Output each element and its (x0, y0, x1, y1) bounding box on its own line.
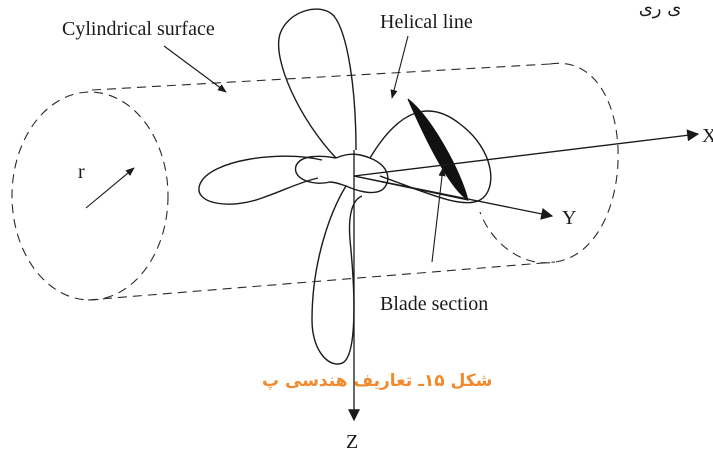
cylinder-end-left (11, 91, 169, 301)
pointer-blade-section (431, 167, 446, 263)
cropped-top-text: ی ری (639, 0, 682, 19)
blade-top (278, 8, 357, 159)
radius-line-to-section (353, 175, 469, 201)
blade-left (198, 155, 323, 205)
cylinder-bottom-edge (87, 261, 556, 301)
label-cylindrical-surface: Cylindrical surface (62, 18, 215, 40)
label-axis-z: Z (346, 431, 358, 453)
cylinder-end-right (479, 62, 619, 264)
label-axis-x: X (702, 125, 713, 147)
label-blade-section: Blade section (380, 293, 488, 315)
label-helical-line: Helical line (380, 11, 473, 33)
figure-caption: شکل ۱۵ـ تعاریف هندسی پ (262, 371, 492, 391)
label-axis-y: Y (562, 207, 576, 229)
pointer-radius (85, 167, 135, 209)
axes (348, 129, 700, 422)
pointer-helical-line (390, 35, 409, 99)
label-radius: r (78, 161, 85, 183)
blade-section-shape (407, 98, 469, 202)
cylindrical-surface (11, 62, 619, 301)
cylinder-top-edge (91, 63, 551, 91)
axis-x-line (353, 129, 700, 177)
hub (294, 153, 389, 194)
pointer-cylindrical-surface (163, 45, 227, 93)
blade-bottom (311, 185, 363, 365)
